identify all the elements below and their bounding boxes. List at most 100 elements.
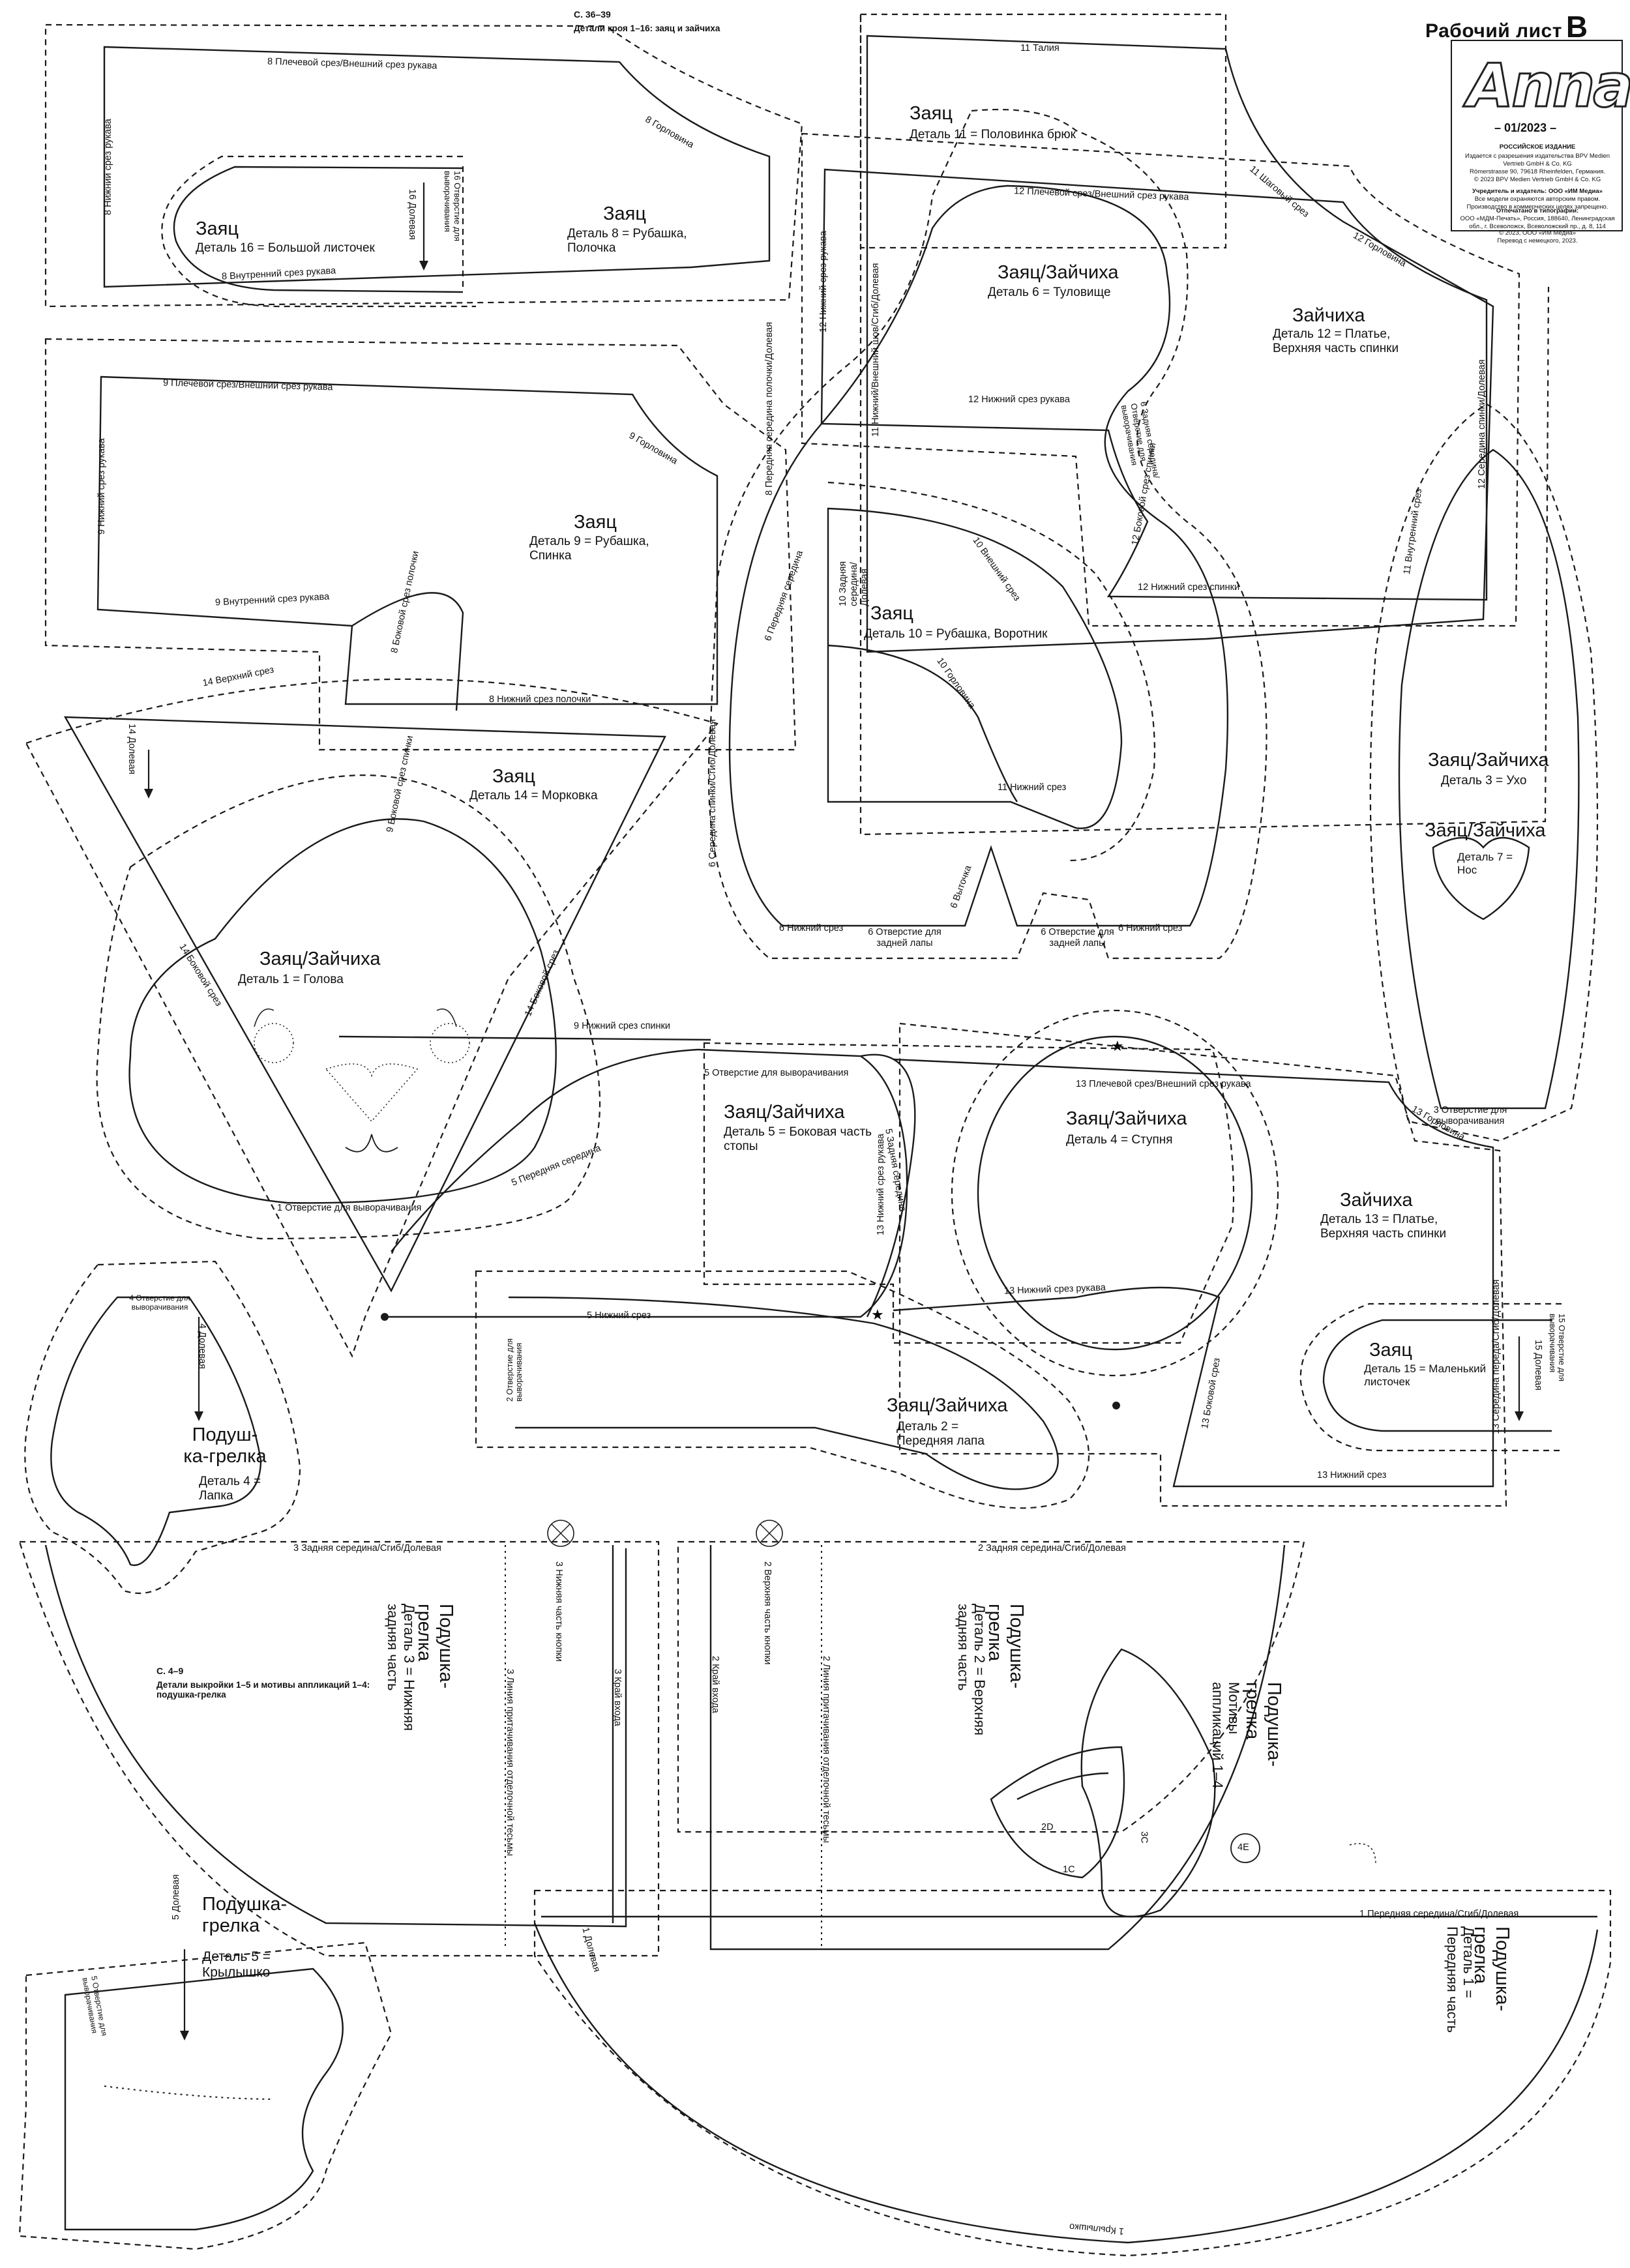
warmer-5-cut (64, 1967, 344, 2231)
edge-6-lower-b: 6 Нижний срез (1118, 923, 1183, 934)
motif-eye (1349, 1843, 1376, 1865)
piece-4-cut (977, 1035, 1253, 1351)
motif-dot (1230, 1833, 1260, 1863)
piece-2-cut (508, 1296, 1059, 1490)
motif-leaf (1080, 1648, 1216, 1918)
piece-1-detail: Деталь 1 = Голова (238, 973, 344, 986)
warmer-5-seam (18, 1941, 393, 2250)
piece-13-title: Зайчиха (1340, 1190, 1413, 1211)
edge-9-lower-sleeve: 9 Нижний срез рукава (96, 438, 107, 535)
piece-5-front (391, 1048, 698, 1252)
warmer-4-title: Подуш-ка-грелка (183, 1424, 267, 1467)
piece-11-title: Заяц (910, 103, 953, 124)
warmer-5-grain-arrow (180, 2031, 189, 2040)
warmer-3-entry: 3 Край входа (612, 1669, 623, 1726)
piece-11-detail: Деталь 11 = Половинка брюк (910, 128, 1076, 141)
piece-15-cut (1322, 1319, 1552, 1432)
edge-16-grain: 16 Долевая (407, 189, 417, 240)
warmer-2-back: 2 Задняя середина/Сгиб/Долевая (978, 1543, 1126, 1554)
edge-9-hem: 9 Нижний срез спинки (574, 1021, 670, 1031)
piece-5-curve (860, 1053, 916, 1318)
piece-8-cut (103, 46, 771, 288)
warmer-3-knob: 3 Нижняя часть кнопки (554, 1561, 564, 1662)
piece-10-title: Заяц (870, 603, 913, 624)
warmer-4-open: 4 Отверстие для выворачивания (129, 1293, 190, 1312)
edge-11-waist: 11 Талия (1020, 43, 1060, 53)
piece-6-seam (707, 108, 1267, 960)
imprint-printer-title: Отпечатано в типографии: (1496, 207, 1579, 214)
warmer-4-detail: Деталь 4 = Лапка (199, 1475, 261, 1503)
face-right-cheek (430, 1023, 470, 1063)
piece-15-title: Заяц (1369, 1340, 1412, 1361)
imprint-copyright-de: © 2023 BPV Medien Vertrieb GmbH & Co. KG (1474, 176, 1601, 183)
piece-8-seam (44, 23, 803, 308)
edge-11-outer: 11 Нижний/Внешний шов/Сгиб/Долевая (870, 263, 881, 437)
warmer-1-seam (533, 1889, 1612, 2257)
edge-8-hem: 8 Нижний срез полочки (489, 694, 591, 705)
edge-8-front-middle: 8 Передняя середина полочки/Долевая (764, 321, 775, 495)
motif-4e: 4E (1237, 1842, 1249, 1853)
piece-4-seam (951, 1009, 1279, 1377)
edge-1-open: 1 Отверстие для выворачивания (277, 1203, 422, 1213)
edge-15-open: 15 Отверстие для выворачивания (1547, 1314, 1566, 1381)
imprint-rights: Все модели охраняются авторским правом. … (1466, 196, 1608, 211)
edge-2-open: 2 Отверстие для выворачивания (505, 1338, 524, 1402)
face-nose (325, 1063, 419, 1123)
imprint-publisher: Учредитель и издатель: ООО «ИМ Медиа» (1472, 188, 1603, 195)
piece-8-detail: Деталь 8 = Рубашка, Полочка (567, 227, 687, 255)
piece-3-detail: Деталь 3 = Ухо (1441, 774, 1527, 788)
piece-8-title: Заяц (603, 203, 646, 224)
piece-11-seam (859, 13, 1227, 249)
piece-14-detail: Деталь 14 = Морковка (469, 789, 598, 803)
piece-5-title: Заяц/Зайчиха (724, 1102, 845, 1123)
caption-bottom-desc: Детали выкройки 1–5 и мотивы аппликаций … (156, 1680, 370, 1700)
warmer-5-title: Подушка-грелка (202, 1894, 288, 1937)
piece-13-cut (893, 1058, 1494, 1488)
piece-10-inner (827, 644, 1018, 803)
piece-5-dot (381, 1313, 389, 1321)
piece-2-seam (475, 1270, 1090, 1509)
piece-16-detail: Деталь 16 = Большой листочек (196, 241, 375, 255)
piece-9-seam (44, 338, 797, 751)
piece-4-dot (1112, 1402, 1120, 1409)
piece-1-cut (128, 818, 557, 1204)
edge-13-front: 13 Середина переда/Сгиб/Долевая (1491, 1279, 1502, 1434)
caption-bottom-page: С. 4–9 (156, 1666, 184, 1676)
edge-12-lower-sleeve-b: 12 Нижний срез рукава (818, 231, 829, 332)
piece-1-seam (96, 774, 600, 1240)
edge-12-lower-sleeve: 12 Нижний срез рукава (968, 394, 1070, 405)
piece-3-cut (1398, 449, 1580, 1110)
warmer-2-title: Подушка-грелка (984, 1604, 1027, 1689)
crosshair-marker-left (547, 1520, 574, 1547)
face-mouth (345, 1134, 398, 1153)
warmer-2-detail: Деталь 2 = Верхняя задняя часть (955, 1604, 988, 1736)
piece-14-seam (25, 678, 719, 1358)
piece-9-cut (96, 376, 719, 705)
edge-5-lower: 5 Нижний срез (587, 1310, 651, 1321)
motifs-detail: Мотивы аппликаций 1–4 (1209, 1682, 1242, 1789)
piece-10-seam (827, 481, 1155, 862)
edge-16-opening: 16 Отверстие для выворачивания (443, 171, 462, 242)
piece-9-detail: Деталь 9 = Рубашка, Спинка (529, 535, 649, 563)
warmer-3-back: 3 Задняя середина/Сгиб/Долевая (293, 1543, 441, 1554)
edge-6-open-b: 6 Отверстие для задней лапы (1041, 927, 1114, 949)
piece-14-grain-arrow (144, 789, 153, 799)
edge-12-hem: 12 Нижний срез спинки (1138, 582, 1240, 593)
face-whisker-right (436, 1009, 457, 1027)
caption-top-desc: Детали кроя 1–16: заяц и зайчиха (574, 23, 720, 33)
issue-number: – 01/2023 – (1494, 121, 1557, 134)
warmer-5-detail: Деталь 5 = Крылышко (202, 1949, 271, 1981)
edge-6-open-a: 6 Отверстие для задней лапы (868, 927, 941, 949)
piece-13-seam (898, 1022, 1507, 1507)
piece-5-detail: Деталь 5 = Боковая часть стопы (724, 1125, 872, 1153)
imprint-license: Издается с разрешения издательства BPV M… (1464, 153, 1610, 168)
warmer-1-cut (533, 1922, 1599, 2244)
warmer-3-title: Подушка-грелка (413, 1604, 456, 1689)
piece-5-star: ★ (871, 1307, 884, 1323)
warmer-2-line: 2 Линия притачивания отделочной тесьмы (821, 1656, 831, 1843)
warmer-1-front: 1 Передняя середина/Сгиб/Долевая (1359, 1909, 1519, 1919)
piece-14-title: Заяц (492, 766, 535, 787)
brand-logo: Anna (1466, 50, 1630, 122)
warmer-4-cut (50, 1296, 262, 1567)
